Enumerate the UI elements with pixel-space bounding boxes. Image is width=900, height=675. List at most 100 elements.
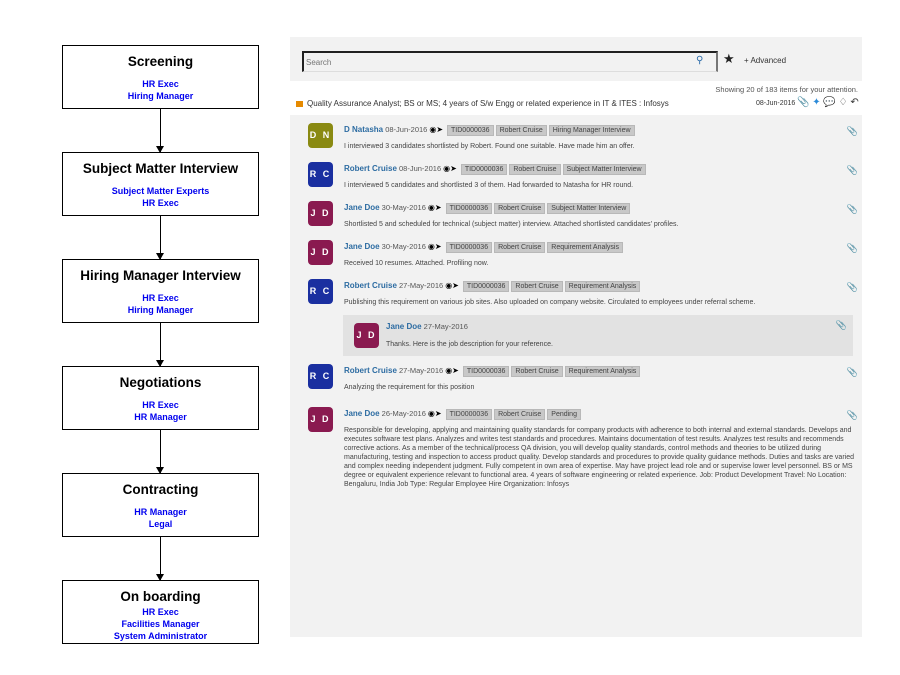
attachment-icon[interactable]: 📎 [846, 367, 858, 377]
attachment-icon[interactable]: 📎 [835, 320, 847, 330]
attachment-icon[interactable]: 📎 [846, 126, 858, 136]
job-icon [296, 100, 303, 107]
attachment-icon[interactable]: 📎 [846, 204, 858, 214]
visibility-icon[interactable]: ◉➤ [445, 366, 459, 375]
tag-label[interactable]: Pending [547, 409, 581, 420]
stage-role: Legal [148, 519, 173, 529]
attachment-icon[interactable]: 📎 [797, 97, 810, 108]
tag-label[interactable]: Robert Cruise [511, 366, 563, 377]
entry-date: 27-May-2016 [399, 281, 444, 290]
tag-label[interactable]: Subject Matter Interview [562, 164, 646, 175]
item-count: Showing 20 of 183 items for your attenti… [715, 85, 858, 94]
comment-text: Thanks. Here is the job description for … [386, 341, 553, 348]
tag-label[interactable]: Robert Cruise [494, 203, 546, 214]
tag-label[interactable]: Robert Cruise [494, 409, 546, 420]
tag-label[interactable]: Robert Cruise [511, 281, 563, 292]
tag-label[interactable]: Requirement Analysis [564, 366, 641, 377]
author-name[interactable]: Robert Cruise [344, 164, 397, 173]
advanced-search-button[interactable]: + Advanced [744, 56, 787, 65]
stage-role: HR Exec [142, 198, 179, 208]
tag-label[interactable]: Hiring Manager Interview [548, 125, 635, 136]
tag-label[interactable]: TID0000036 [447, 125, 494, 136]
pin-icon[interactable]: ✦ [812, 97, 821, 108]
tag-label[interactable]: Subject Matter Interview [547, 203, 631, 214]
entry-date: 30-May-2016 [381, 242, 426, 251]
stage-title: Hiring Manager Interview [80, 268, 241, 283]
tag-label[interactable]: Requirement Analysis [564, 281, 641, 292]
stage-role: Hiring Manager [127, 305, 194, 315]
reply-icon[interactable]: ↶ [850, 97, 859, 108]
flow-arrow [156, 323, 164, 367]
entry-text: Responsible for developing, applying and… [344, 427, 855, 488]
search-icon[interactable]: ⚲ [696, 55, 704, 66]
entry-date: 26-May-2016 [381, 409, 426, 418]
author-name[interactable]: Robert Cruise [344, 281, 397, 290]
visibility-icon[interactable]: ◉➤ [427, 203, 442, 212]
author-name[interactable]: D Natasha [344, 125, 384, 134]
star-icon[interactable]: ★ [723, 51, 735, 66]
author-name[interactable]: Jane Doe [344, 409, 380, 418]
entry-text: I interviewed 5 candidates and shortlist… [344, 182, 634, 189]
stage-role: HR Exec [142, 293, 179, 303]
stage-role: Hiring Manager [127, 91, 194, 101]
author-name[interactable]: Robert Cruise [344, 366, 397, 375]
flow-arrow [156, 109, 164, 153]
visibility-icon[interactable]: ◉➤ [443, 164, 457, 173]
tag-label[interactable]: TID0000036 [462, 281, 510, 292]
attachment-icon[interactable]: 📎 [846, 165, 858, 175]
tag-label[interactable]: TID0000036 [445, 203, 493, 214]
visibility-icon[interactable]: ◉➤ [427, 242, 442, 251]
comment-date: 27-May-2016 [423, 322, 468, 331]
avatar: R C [308, 279, 333, 304]
entry-text: Publishing this requirement on various j… [344, 299, 756, 306]
stage-role: System Administrator [113, 631, 208, 641]
avatar: J D [308, 407, 333, 432]
tag-label[interactable]: Requirement Analysis [547, 242, 623, 253]
attachment-icon[interactable]: 📎 [846, 243, 858, 253]
flow-arrow [156, 430, 164, 474]
stage-title: Contracting [122, 482, 199, 497]
entry-text: Analyzing the requirement for this posit… [344, 384, 475, 391]
stage-role: HR Manager [134, 507, 187, 517]
entry-text: I interviewed 3 candidates shortlisted b… [344, 143, 635, 150]
comment-icon[interactable]: 💬 [823, 97, 836, 108]
tag-label[interactable]: Robert Cruise [509, 164, 561, 175]
avatar: J D [308, 201, 333, 226]
flow-arrow [156, 537, 164, 581]
attachment-icon[interactable]: 📎 [846, 282, 858, 292]
entry-date: 08-Jun-2016 [399, 164, 442, 173]
entry-date: 08-Jun-2016 [385, 125, 428, 134]
flow-arrow [156, 216, 164, 260]
tag-label[interactable]: Robert Cruise [494, 242, 546, 253]
author-name[interactable]: Jane Doe [344, 242, 380, 251]
visibility-icon[interactable]: ◉➤ [427, 409, 442, 418]
job-title[interactable]: Quality Assurance Analyst; BS or MS; 4 y… [296, 99, 669, 108]
visibility-icon[interactable]: ◉➤ [429, 125, 444, 134]
author-name[interactable]: Jane Doe [386, 322, 422, 331]
job-actions: 📎 ✦ 💬 ♢ ↶ [797, 97, 859, 108]
avatar: R C [308, 162, 333, 187]
entry-date: 27-May-2016 [399, 366, 444, 375]
tag-label[interactable]: TID0000036 [462, 366, 510, 377]
visibility-icon[interactable]: ◉➤ [445, 281, 459, 290]
stage-role: HR Manager [134, 412, 187, 422]
stage-role: Facilities Manager [121, 619, 200, 629]
author-name[interactable]: Jane Doe [344, 203, 380, 212]
search-input[interactable] [302, 51, 718, 72]
stage-title: Negotiations [119, 375, 202, 390]
tag-label[interactable]: Robert Cruise [495, 125, 547, 136]
tag-icon[interactable]: ♢ [838, 97, 848, 108]
entry-date: 30-May-2016 [381, 203, 426, 212]
entry-text: Received 10 resumes. Attached. Profiling… [344, 260, 489, 267]
activity-panel: ⚲ ★ + Advanced Showing 20 of 183 items f… [290, 37, 862, 637]
attachment-icon[interactable]: 📎 [846, 410, 858, 420]
tag-label[interactable]: TID0000036 [460, 164, 508, 175]
tag-label[interactable]: TID0000036 [445, 242, 493, 253]
avatar: J D [354, 323, 379, 348]
tag-label[interactable]: TID0000036 [445, 409, 493, 420]
